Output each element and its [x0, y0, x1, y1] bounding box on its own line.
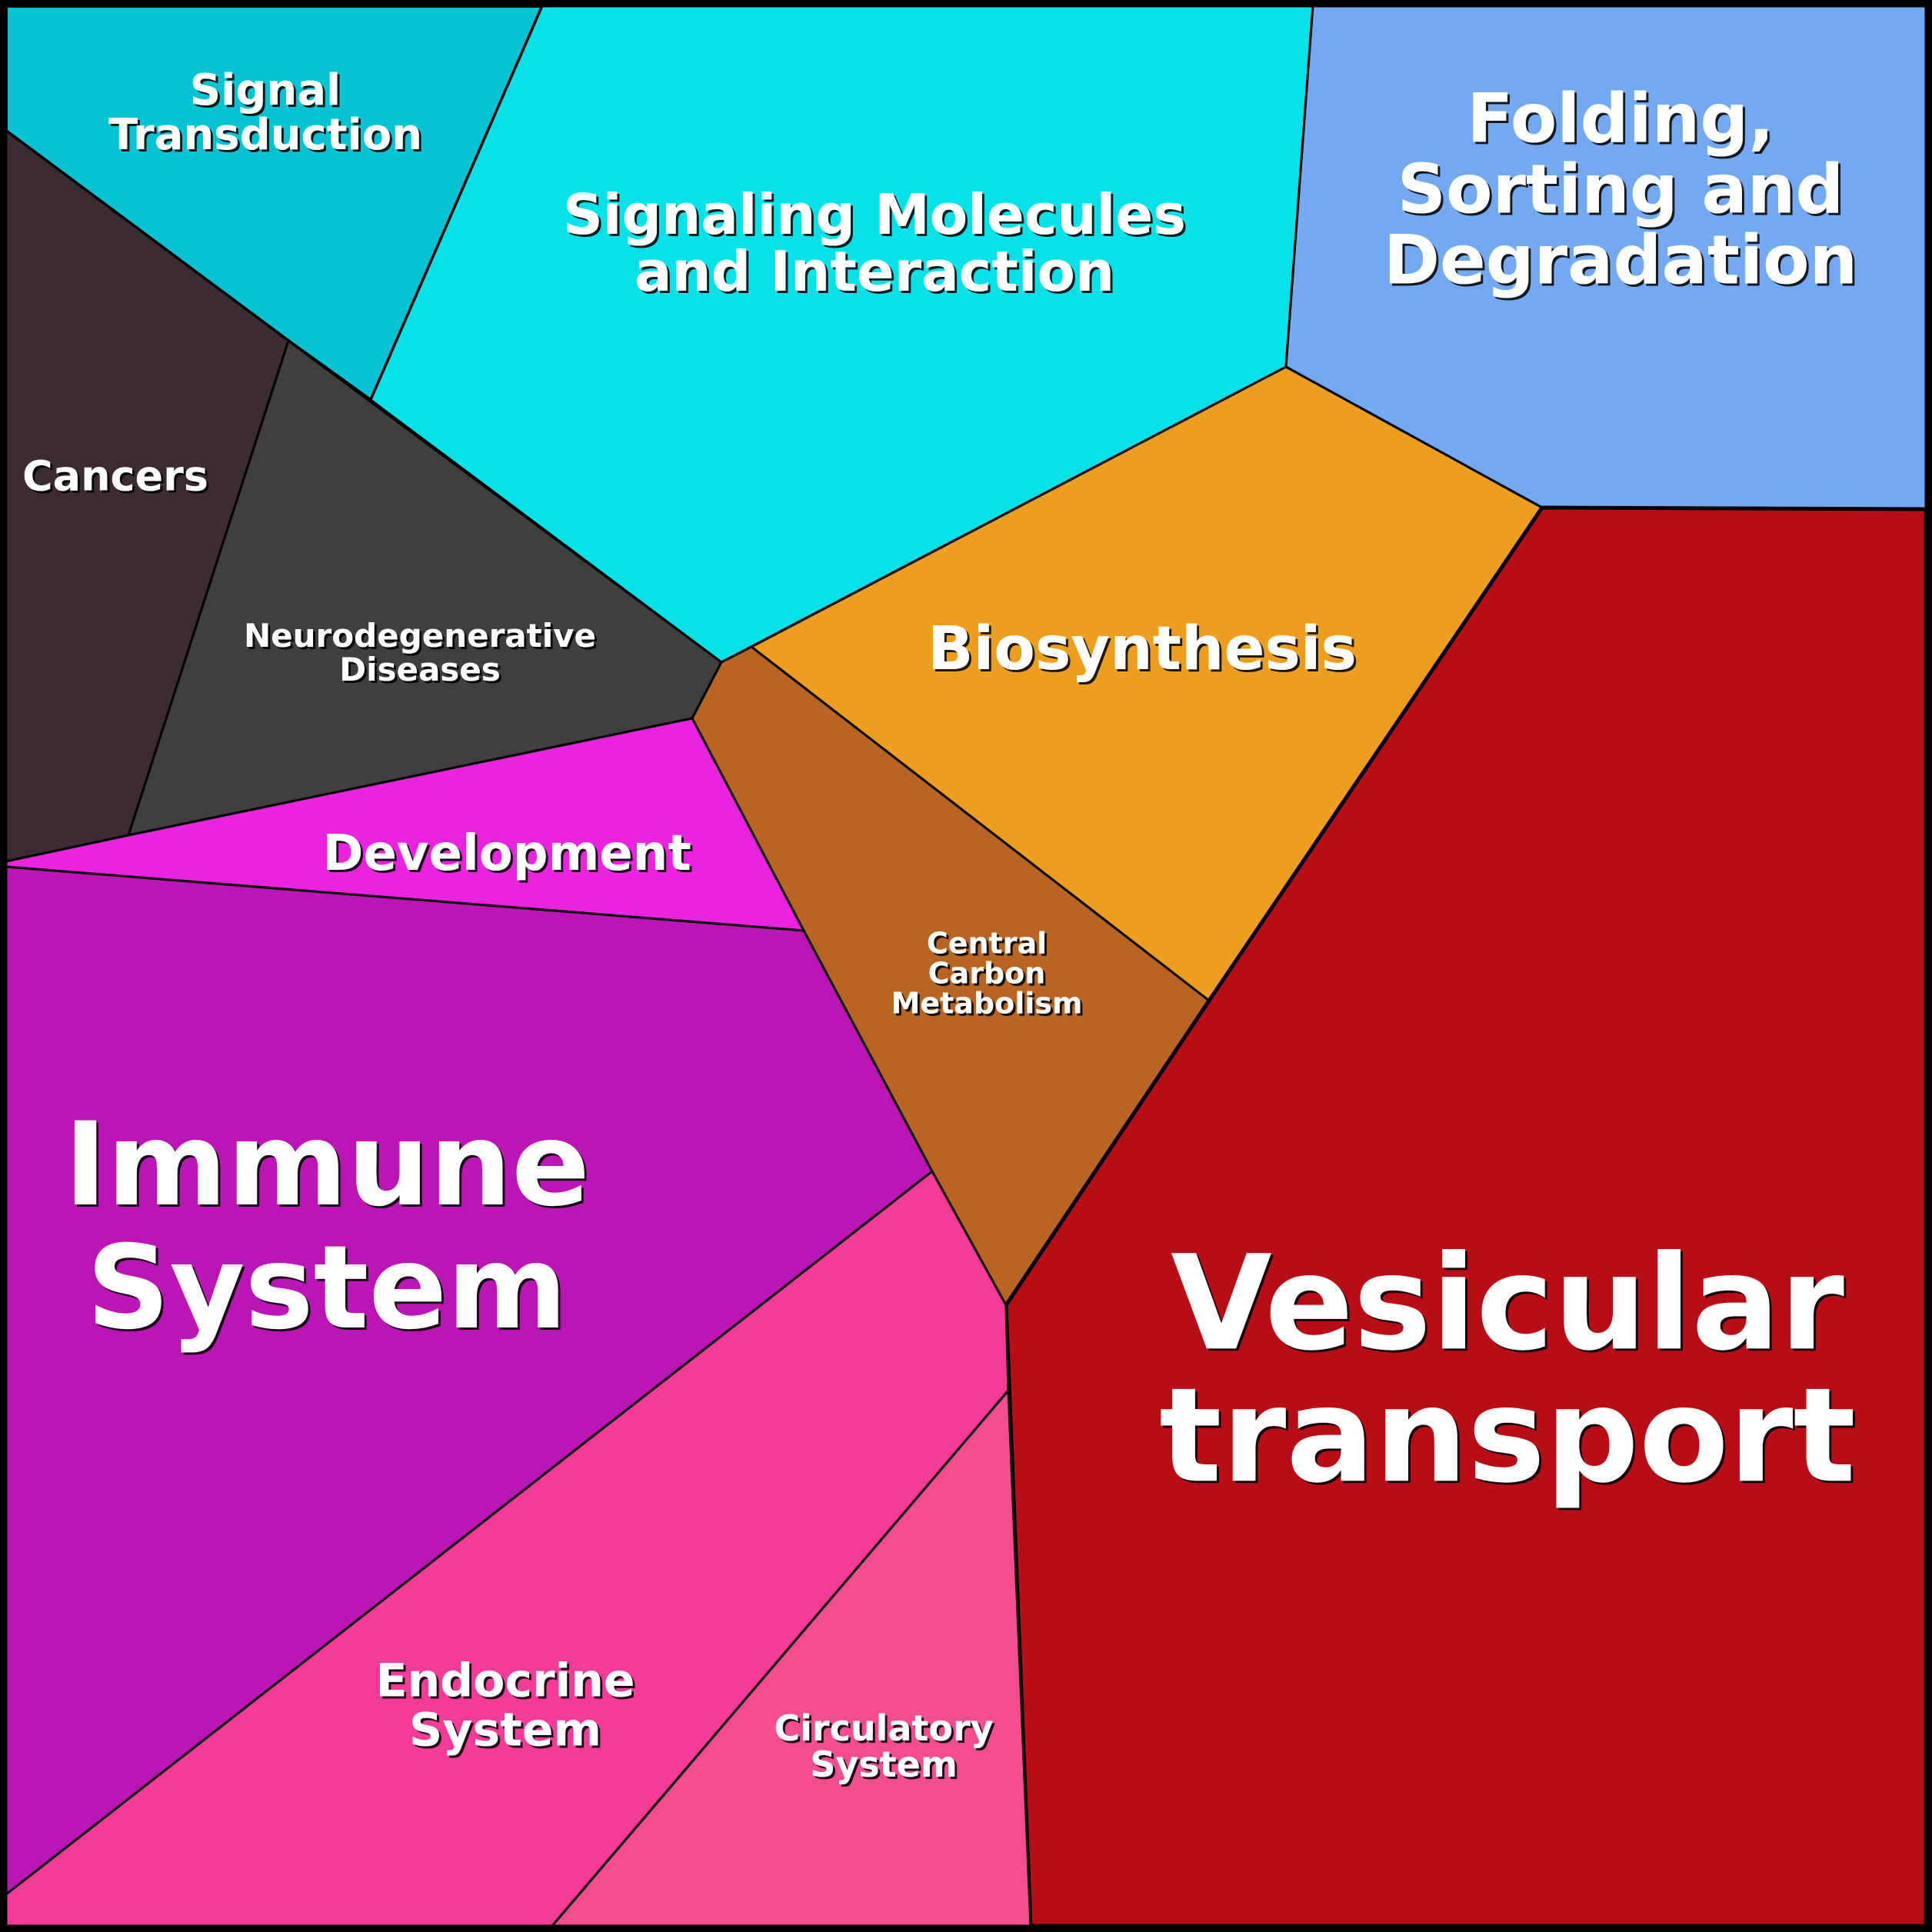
- label-line: transport: [1159, 1360, 1856, 1512]
- label-line: System: [810, 1744, 958, 1785]
- label-line: Development: [322, 825, 691, 882]
- label-cancers: Cancers: [22, 451, 208, 500]
- label-line: Neurodegenerative: [244, 617, 596, 655]
- label-line: Degradation: [1384, 221, 1857, 300]
- label-line: Carbon: [928, 957, 1046, 991]
- label-line: Sorting and: [1397, 150, 1844, 229]
- label-line: Immune: [64, 1098, 590, 1232]
- label-line: Signal: [190, 65, 341, 115]
- label-line: Metabolism: [891, 987, 1083, 1021]
- label-line: System: [87, 1221, 568, 1355]
- label-line: Diseases: [339, 651, 501, 688]
- label-line: Circulatory: [774, 1707, 993, 1749]
- label-line: and Interaction: [635, 239, 1114, 304]
- region-cells: [5, 5, 1928, 1928]
- label-biosynthesis: Biosynthesis: [928, 615, 1357, 684]
- label-line: Central: [927, 927, 1047, 961]
- label-line: Endocrine: [375, 1654, 635, 1708]
- label-line: Folding,: [1467, 79, 1774, 158]
- label-line: System: [409, 1704, 601, 1757]
- label-line: Transduction: [108, 110, 422, 160]
- label-line: Signaling Molecules: [563, 182, 1186, 247]
- label-line: Biosynthesis: [928, 615, 1357, 684]
- label-line: Vesicular: [1171, 1227, 1844, 1380]
- label-development: Development: [322, 825, 691, 882]
- label-line: Cancers: [22, 451, 208, 500]
